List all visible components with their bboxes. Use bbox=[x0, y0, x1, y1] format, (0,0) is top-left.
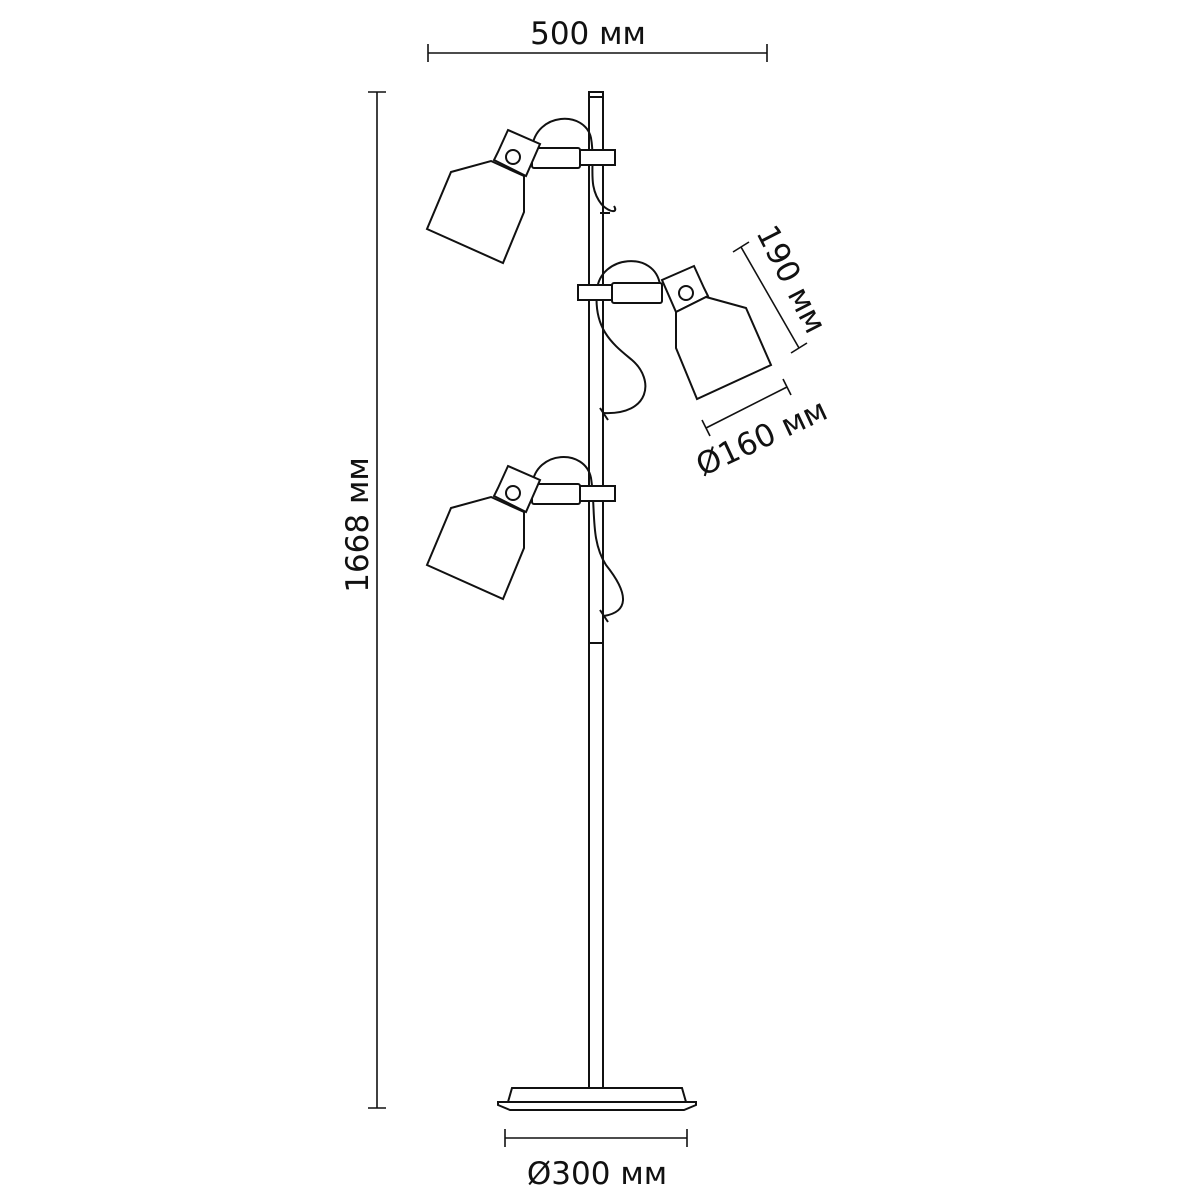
height-dimension: 1668 мм bbox=[340, 91, 386, 1109]
shade-height-label: 190 мм bbox=[749, 220, 834, 340]
shade-diameter-label: Ø160 мм bbox=[691, 392, 833, 484]
height-label: 1668 мм bbox=[340, 457, 376, 593]
lamp-base bbox=[497, 1087, 697, 1111]
lamp-head-middle bbox=[577, 260, 773, 421]
base-diameter-dimension: Ø300 мм bbox=[504, 1129, 688, 1192]
lamp-pole bbox=[588, 91, 604, 1089]
shade-diameter-dimension: Ø160 мм bbox=[691, 378, 833, 484]
lamp-head-bottom bbox=[425, 456, 624, 623]
lamp-head-top bbox=[425, 117, 617, 265]
width-dimension: 500 мм bbox=[427, 16, 768, 62]
width-label: 500 мм bbox=[530, 16, 646, 52]
base-diameter-label: Ø300 мм bbox=[527, 1156, 667, 1192]
